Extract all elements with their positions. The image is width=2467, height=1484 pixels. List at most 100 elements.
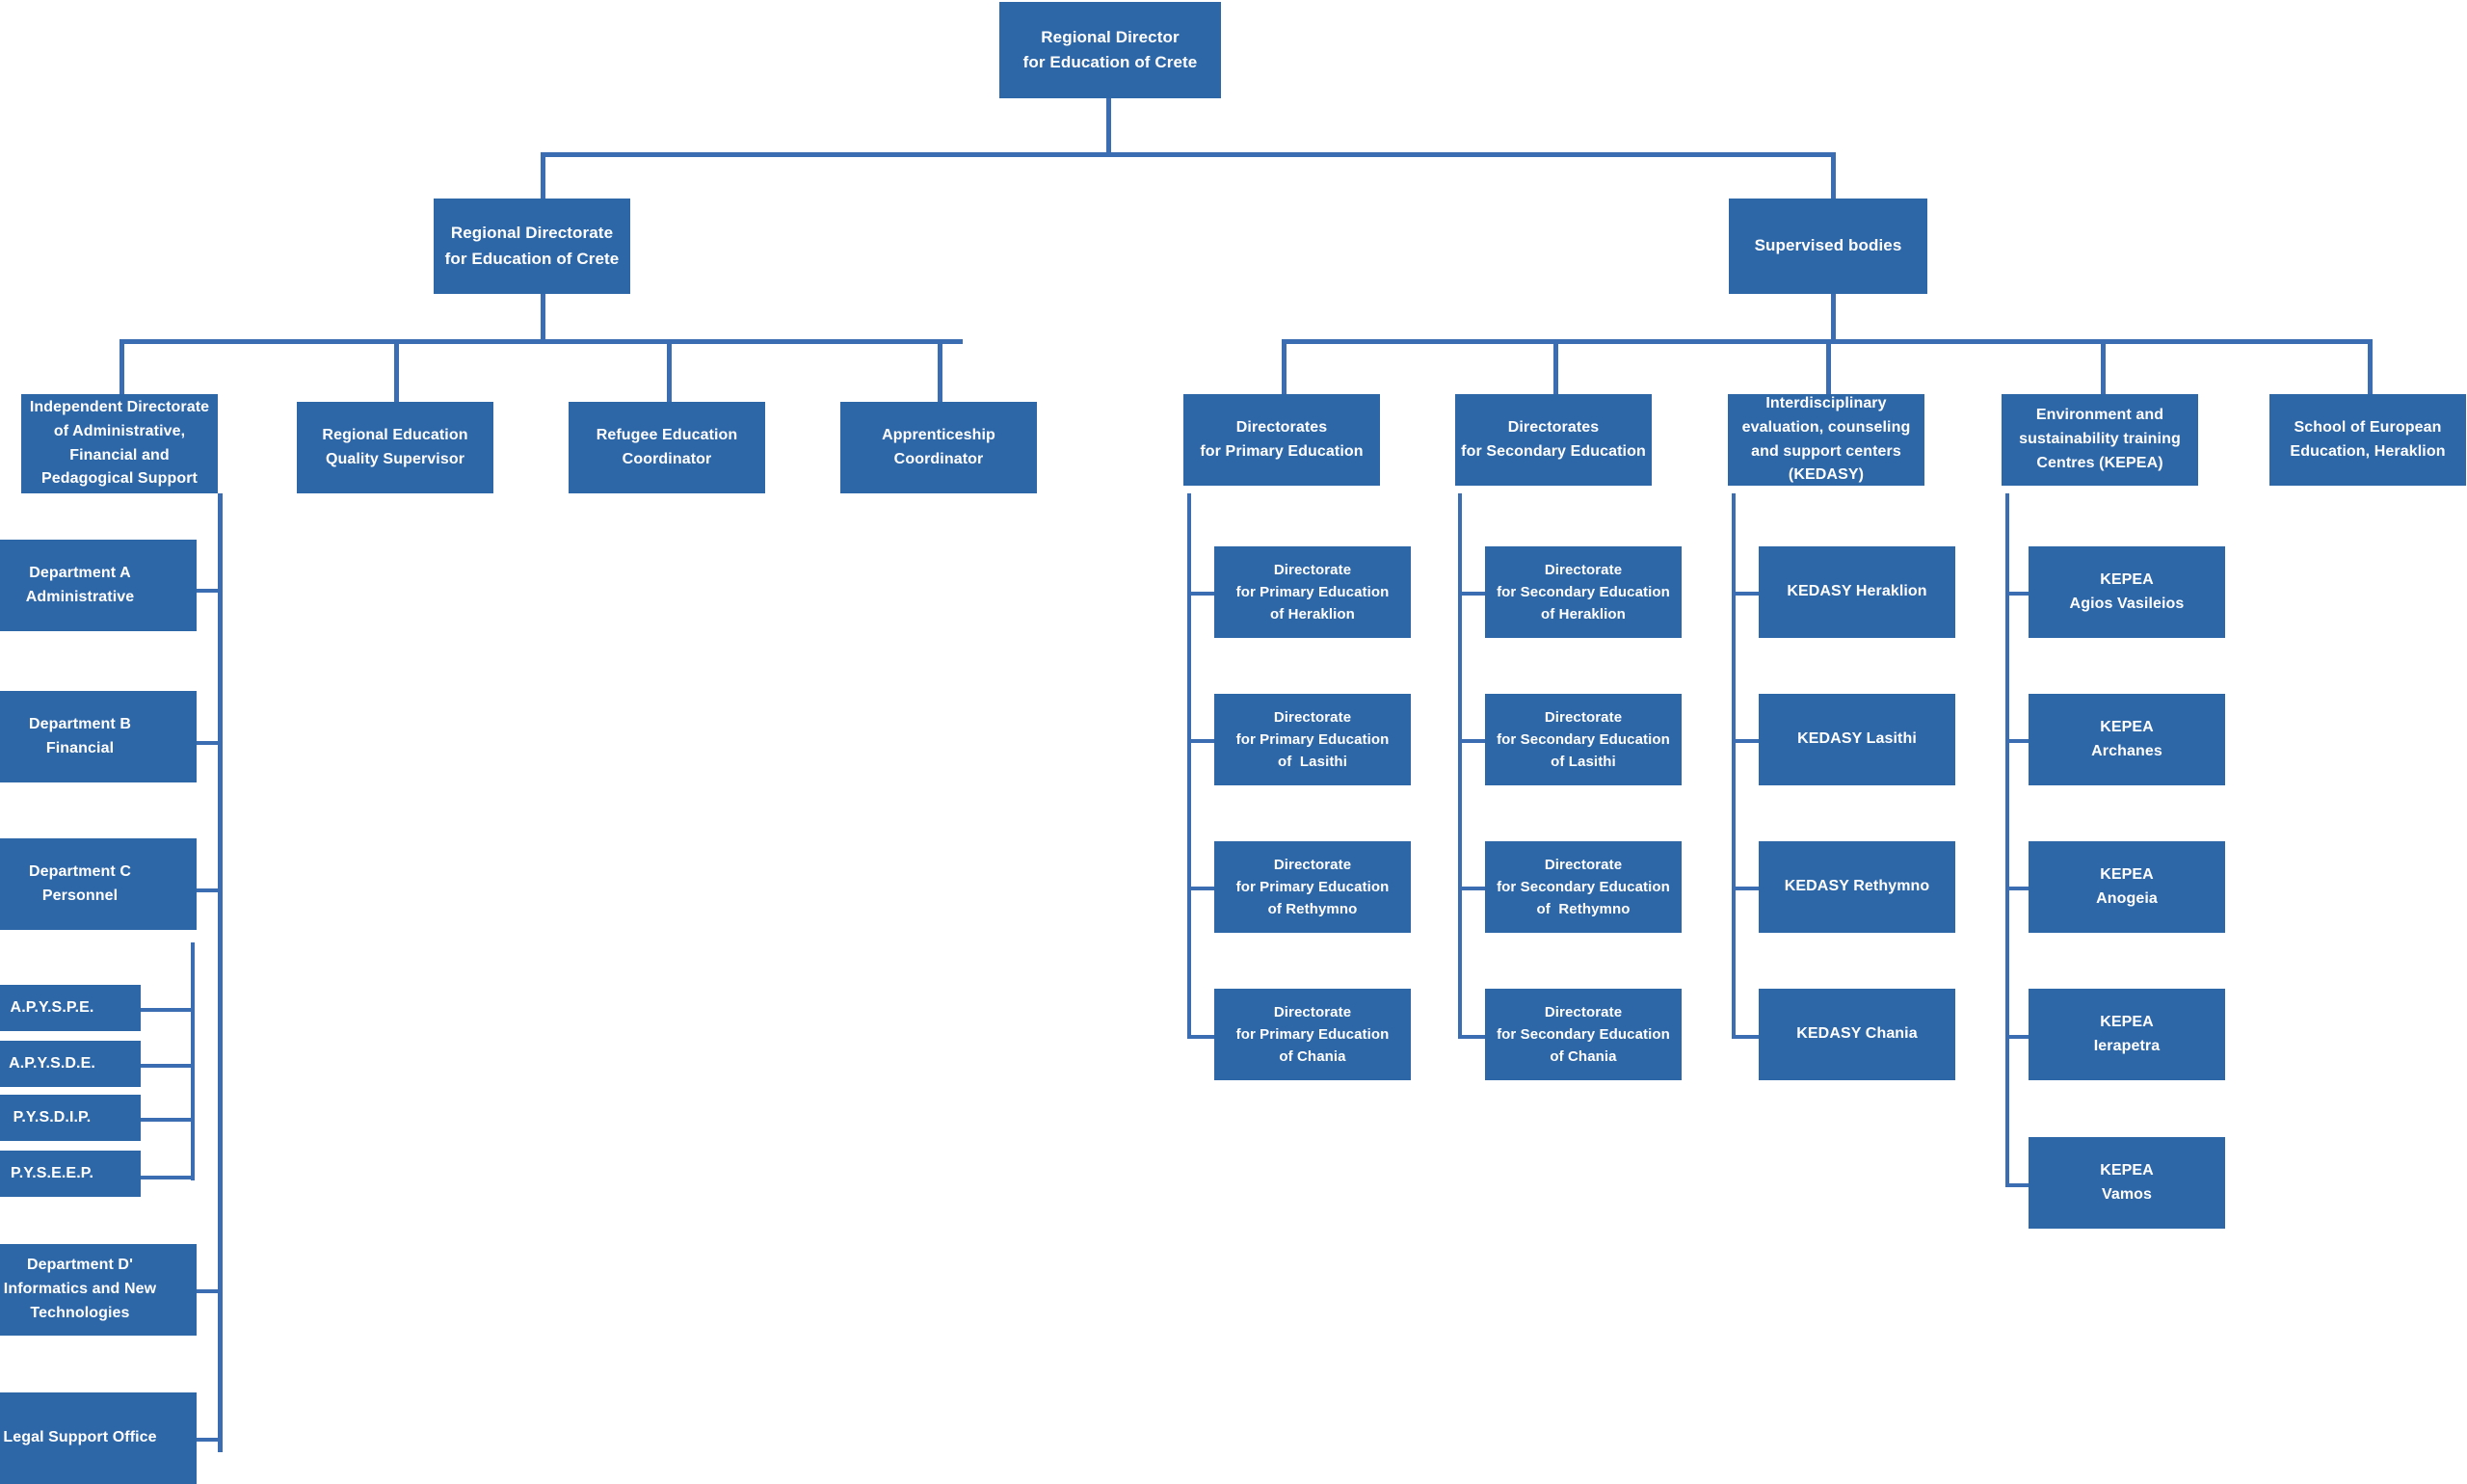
node-line: Vamos [2101,1185,2153,1203]
node-line: Directorate [1544,561,1623,578]
node-secondary-heraklion[interactable]: Directorate for Secondary Education of H… [1485,546,1682,638]
line-primary-3 [1187,887,1214,890]
node-line: of Chania [1550,1048,1617,1066]
node-line: Department C [28,862,132,880]
node-kedasy-header[interactable]: Interdisciplinary evaluation, counseling… [1728,394,1924,486]
line-kepea-5 [2005,1183,2032,1187]
line-primary-spine [1187,493,1191,1038]
node-regional-education-quality-supervisor[interactable]: Regional Education Quality Supervisor [297,402,493,493]
node-line: Personnel [41,887,119,904]
node-kedasy-rethymno[interactable]: KEDASY Rethymno [1759,841,1955,933]
line-councils-spine [191,942,195,1180]
node-line: Coordinator [622,450,712,467]
node-line: for Primary Education [1235,878,1390,895]
line-kepea-4 [2005,1035,2032,1039]
node-line: for Primary Education [1235,730,1390,748]
node-secondary-lasithi[interactable]: Directorate for Secondary Education of L… [1485,694,1682,785]
node-primary-heraklion[interactable]: Directorate for Primary Education of Her… [1214,546,1411,638]
node-line: Anogeia [2096,889,2158,907]
node-regional-director[interactable]: Regional Director for Education of Crete [999,2,1221,98]
node-directorates-primary-education[interactable]: Directorates for Primary Education [1183,394,1380,486]
node-line: Directorate [1273,561,1352,578]
node-apprenticeship-coordinator[interactable]: Apprenticeship Coordinator [840,402,1037,493]
node-line: KEDASY Rethymno [1784,878,1930,895]
node-primary-rethymno[interactable]: Directorate for Primary Education of Ret… [1214,841,1411,933]
node-primary-lasithi[interactable]: Directorate for Primary Education of Las… [1214,694,1411,785]
node-pysdip[interactable]: P.Y.S.D.I.P. [0,1095,141,1141]
node-independent-directorate[interactable]: Independent Directorate of Administrativ… [21,394,218,493]
line-secondary-spine [1458,493,1462,1038]
node-kedasy-chania[interactable]: KEDASY Chania [1759,989,1955,1080]
line-rd-branch-2 [394,339,399,402]
line-legal-office [196,1438,223,1442]
node-line: of Rethymno [1267,901,1358,918]
line-indep-spine [218,493,223,1452]
node-refugee-education-coordinator[interactable]: Refugee Education Coordinator [569,402,765,493]
node-line: Legal Support Office [3,1429,157,1446]
node-line: Technologies [30,1304,130,1321]
node-kepea-anogeia[interactable]: KEPEA Anogeia [2029,841,2225,933]
line-secondary-1 [1458,592,1485,596]
line-root-stem [1106,98,1111,156]
node-kepea-vamos[interactable]: KEPEA Vamos [2029,1137,2225,1229]
node-line: sustainability training [2019,431,2181,448]
node-line: KEPEA [2100,1013,2154,1030]
line-council-1 [140,1008,195,1012]
node-regional-directorate[interactable]: Regional Directorate for Education of Cr… [434,199,630,294]
node-primary-chania[interactable]: Directorate for Primary Education of Cha… [1214,989,1411,1080]
line-kepea-spine [2005,493,2009,1187]
node-line: for Secondary Education [1497,583,1670,600]
node-legal-support-office[interactable]: Legal Support Office [0,1392,197,1484]
node-line: Archanes [2091,742,2162,759]
node-line: KEDASY Lasithi [1797,730,1917,748]
node-kepea-ierapetra[interactable]: KEPEA Ierapetra [2029,989,2225,1080]
node-line: Independent Directorate [29,398,210,415]
line-rd-stem [541,294,545,341]
node-line: Department A [29,564,131,581]
node-apysde[interactable]: A.P.Y.S.D.E. [0,1041,141,1087]
line-council-4 [140,1176,195,1179]
line-secondary-3 [1458,887,1485,890]
node-kedasy-heraklion[interactable]: KEDASY Heraklion [1759,546,1955,638]
node-line: Centres (KEPEA) [2036,454,2163,471]
line-kedasy-2 [1732,739,1759,743]
node-kepea-header[interactable]: Environment and sustainability training … [2002,394,2198,486]
node-secondary-chania[interactable]: Directorate for Secondary Education of C… [1485,989,1682,1080]
node-line: KEPEA [2100,718,2154,735]
node-kepea-archanes[interactable]: KEPEA Archanes [2029,694,2225,785]
node-apyspe[interactable]: A.P.Y.S.P.E. [0,985,141,1031]
line-rd-branch-4 [938,339,942,402]
line-sb-branch-2 [1553,339,1558,394]
node-directorates-secondary-education[interactable]: Directorates for Secondary Education [1455,394,1652,486]
node-pyseep[interactable]: P.Y.S.E.E.P. [0,1151,141,1197]
line-primary-4 [1187,1035,1214,1039]
node-kedasy-lasithi[interactable]: KEDASY Lasithi [1759,694,1955,785]
node-secondary-rethymno[interactable]: Directorate for Secondary Education of R… [1485,841,1682,933]
line-primary-2 [1187,739,1214,743]
node-line: for Primary Education [1200,442,1364,460]
node-line: KEPEA [2100,1161,2154,1179]
node-department-b[interactable]: Department B Financial [0,691,197,782]
node-line: Financial [45,739,115,756]
node-line: Apprenticeship [882,426,995,443]
node-department-a[interactable]: Department A Administrative [0,540,197,631]
node-department-c[interactable]: Department C Personnel [0,838,197,930]
node-line: P.Y.S.D.I.P. [13,1108,92,1126]
node-line: KEPEA [2100,865,2154,883]
node-line: Refugee Education [596,426,738,443]
node-line: for Primary Education [1235,583,1390,600]
node-school-of-european-education[interactable]: School of European Education, Heraklion [2269,394,2466,486]
node-supervised-bodies[interactable]: Supervised bodies [1729,199,1927,294]
node-line: of Heraklion [1541,606,1626,623]
line-kepea-1 [2005,592,2032,596]
line-council-2 [140,1064,195,1068]
node-department-d[interactable]: Department D' Informatics and New Techno… [0,1244,197,1336]
node-kepea-agios-vasileios[interactable]: KEPEA Agios Vasileios [2029,546,2225,638]
node-line: Coordinator [893,450,984,467]
node-line: (KEDASY) [1788,466,1865,484]
node-line: evaluation, counseling [1741,418,1911,436]
line-root-bus [541,152,1836,157]
node-line: of Rethymno [1536,901,1631,918]
